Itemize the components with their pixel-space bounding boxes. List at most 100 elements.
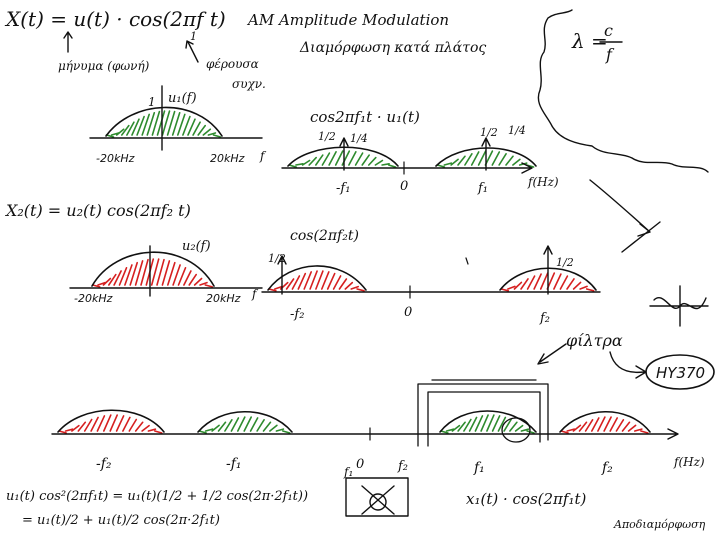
hatch-stroke (285, 278, 295, 290)
panel2-pos-carrier: f₂ (539, 311, 550, 326)
course-oval (645, 354, 715, 390)
panel3-neg-f2: -f₂ (96, 456, 112, 472)
panel3-frequency-axis (51, 428, 679, 440)
panel1-spectrum-label: u₁(f) (168, 91, 197, 106)
hatch-stroke (520, 428, 530, 432)
hatch-stroke (328, 151, 337, 166)
hatch-stroke (497, 416, 507, 432)
hatch-stroke (108, 273, 117, 286)
panel1-quarter-left: 1/4 (350, 132, 368, 145)
hatch-stroke (188, 273, 197, 286)
hatch-stroke (204, 284, 214, 288)
panel3-freq-hz-label: f(Hz) (673, 455, 705, 469)
panel3-loop-scribble (501, 417, 531, 443)
panel2-right-edge: 20kHz (206, 292, 241, 305)
hatch-stroke (480, 414, 489, 432)
panel2-freq-label: f (251, 287, 259, 301)
hatch-stroke (609, 417, 619, 432)
hatch-stroke (539, 272, 549, 290)
panel1-modulated-axis (281, 162, 533, 174)
hatch-stroke (134, 260, 144, 286)
hatch-stroke (177, 113, 186, 136)
hatch-stroke (350, 285, 360, 290)
hatch-stroke (566, 428, 576, 432)
panel3-hatch-marks (58, 414, 649, 434)
panel1-zero: 0 (400, 179, 408, 194)
hatch-stroke (268, 288, 277, 292)
right-arrow-sketch (589, 179, 651, 237)
panel1-neg-carrier: -f₁ (336, 181, 350, 196)
hatch-stroke (172, 264, 181, 286)
carrier-arrow (185, 40, 199, 63)
hatch-stroke (615, 418, 625, 432)
hatch-stroke (71, 424, 80, 432)
hatch-stroke (387, 164, 397, 168)
am-title-english: AM Amplitude Modulation (246, 11, 449, 29)
panel2-left-edge: -20kHz (74, 292, 113, 305)
hatch-stroke (141, 424, 150, 432)
hatch-stroke (91, 284, 101, 288)
panel2-carrier-label: cos(2πf₂t) (290, 228, 359, 244)
carrier-subscript: 1 (190, 30, 197, 43)
panel1-pos-carrier: f₁ (477, 181, 488, 196)
hatch-stroke (134, 421, 144, 432)
hatch-stroke (109, 414, 118, 432)
panel2-neg-carrier: -f₂ (290, 307, 304, 322)
hatch-stroke (182, 115, 191, 136)
hatch-stroke (90, 416, 99, 432)
hatch-stroke (457, 155, 466, 166)
hatch-stroke (468, 416, 478, 432)
hatch-stroke (183, 270, 192, 286)
demod-sketch-f1: f₁ (343, 465, 353, 479)
hatch-stroke (578, 421, 588, 432)
hatch-stroke (204, 428, 214, 432)
hatch-stroke (288, 164, 298, 168)
hatch-stroke (224, 418, 233, 432)
hatch-stroke (566, 278, 575, 290)
hatch-stroke (275, 428, 285, 432)
panel2-zero: 0 (404, 305, 412, 320)
hatch-stroke (295, 163, 304, 166)
hatch-stroke (161, 110, 171, 136)
hatch-stroke (217, 421, 227, 432)
hatch-stroke (474, 415, 484, 432)
hatch-stroke (128, 418, 138, 432)
hatch-stroke (96, 415, 106, 432)
hatch-stroke (585, 288, 595, 292)
hatch-stroke (262, 421, 272, 432)
hatch-stroke (597, 416, 606, 432)
hatch-stroke (156, 258, 165, 286)
panel1-right-sideband-envelope (435, 147, 537, 167)
hatch-stroke (321, 152, 331, 166)
hatch-stroke (211, 424, 220, 432)
hatch-stroke (450, 158, 459, 166)
hatch-stroke (500, 288, 510, 292)
wavelength-denominator: f (605, 45, 615, 64)
hatch-stroke (103, 414, 112, 432)
hatch-stroke (326, 272, 336, 290)
wavelength-numerator: c (604, 21, 613, 40)
hatch-stroke (381, 163, 390, 166)
hatch-stroke (167, 261, 176, 286)
hatch-stroke (338, 278, 348, 290)
panel1-right-impulse (481, 137, 491, 171)
hatch-stroke (498, 153, 507, 166)
hatch-stroke (374, 159, 384, 166)
hatch-stroke (131, 118, 140, 136)
hatch-stroke (440, 430, 449, 434)
hatch-stroke (559, 275, 569, 290)
hatch-stroke (584, 418, 594, 432)
hatch-stroke (198, 430, 207, 434)
hatch-stroke (129, 261, 138, 286)
panel1-half-right: 1/2 (480, 126, 498, 139)
hatch-stroke (603, 416, 612, 432)
hatch-stroke (590, 417, 600, 432)
wavelength-lhs: λ = (571, 29, 608, 53)
panel2-baseband-envelope (91, 251, 215, 287)
demod-sketch-cross (361, 485, 395, 515)
hatch-stroke (207, 132, 217, 136)
hatch-stroke (187, 118, 196, 136)
carrier-note-line1: φέρουσα (206, 57, 259, 71)
hatch-stroke (315, 270, 324, 290)
